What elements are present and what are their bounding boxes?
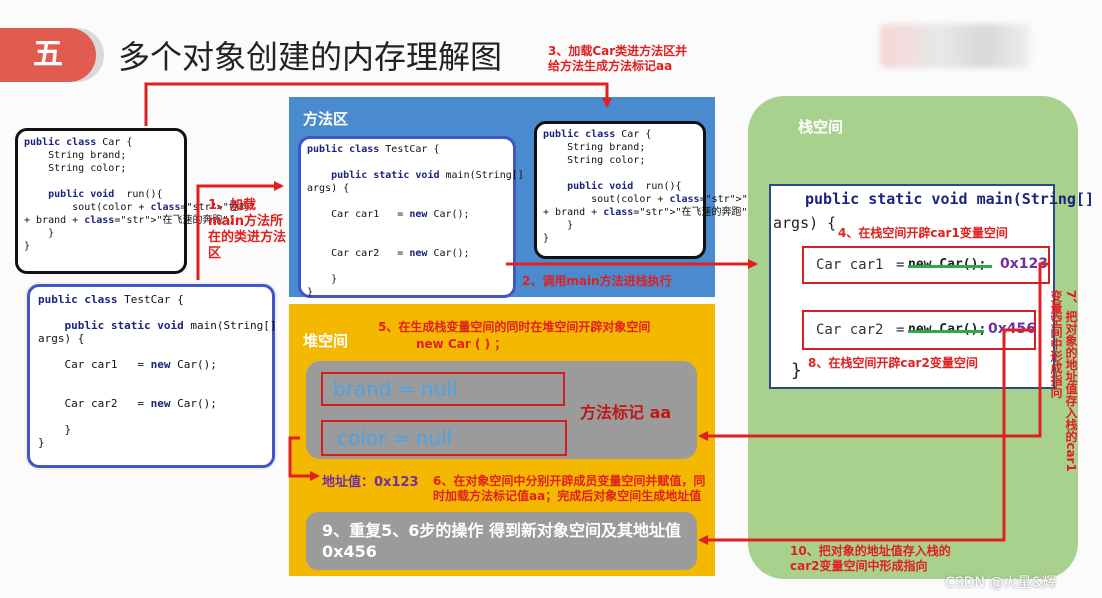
heap-address-label: 地址值：0x123 xyxy=(322,471,419,490)
heap-field-brand: brand = null xyxy=(321,372,565,406)
car1-address: 0x123 xyxy=(1000,256,1048,272)
step-10-label: 10、把对象的地址值存入栈的 car2变量空间中形成指向 xyxy=(790,544,951,574)
car2-eq: = xyxy=(896,322,904,338)
car1-decl: Car car1 xyxy=(816,257,883,273)
heap-field-color: color = null xyxy=(321,420,567,456)
heap-method-tag: 方法标记 aa xyxy=(580,399,671,423)
car1-strike-line xyxy=(908,265,992,268)
step-5-label: 5、在生成栈变量空间的同时在堆空间开辟对象空间 new Car ( ) ； xyxy=(378,320,650,352)
method-area-testcar-code: public class TestCar { public static voi… xyxy=(298,136,516,298)
car2-strike-line xyxy=(908,330,984,333)
stack-area-title: 栈空间 xyxy=(798,116,843,137)
car1-eq: = xyxy=(896,257,904,273)
heap-object-car2-text: 9、重复5、6步的操作 得到新对象空间及其地址值 0x456 xyxy=(322,520,692,562)
car2-address: 0x456 xyxy=(988,321,1036,337)
source-testcar-code: public class TestCar { public static voi… xyxy=(27,284,275,468)
stack-var-car1: Car car1 = new Car(); 0x123 xyxy=(802,246,1050,284)
blurred-logo xyxy=(880,24,1030,68)
stack-var-car2: Car car2 = new Car(); 0x456 xyxy=(802,310,1036,350)
step-8-label: 8、在栈空间开辟car2变量空间 xyxy=(808,356,978,371)
stack-frame-header: public static void main(String[] xyxy=(805,190,1094,208)
step-7-label: 7、把对象的地址值存入栈的car1变量空间中形成指向 xyxy=(1044,290,1078,480)
step-2-label: 2、调用main方法进栈执行 xyxy=(522,274,672,289)
heap-area-title: 堆空间 xyxy=(303,330,348,351)
method-area-title: 方法区 xyxy=(303,108,348,129)
source-car-class-code: public class Car { String brand; String … xyxy=(15,128,187,274)
method-area-car-class-code: public class Car { String brand; String … xyxy=(534,121,706,259)
slide-title: 多个对象创建的内存理解图 xyxy=(118,32,502,78)
step-6-label: 6、在对象空间中分别开辟成员变量空间并赋值，同 时加载方法标记值aa；完成后对象… xyxy=(433,474,705,504)
car2-decl: Car car2 xyxy=(816,322,883,338)
step-3-label: 3、加载Car类进方法区并 给方法生成方法标记aa xyxy=(548,44,687,74)
watermark: CSDN @火星&辉 xyxy=(945,572,1056,592)
stack-frame-header-args: args) { xyxy=(773,214,836,232)
step-4-label: 4、在栈空间开辟car1变量空间 xyxy=(838,226,1008,241)
title-badge: 五 xyxy=(0,28,96,82)
step-1-label: 1、加载main方法所在的类进方法区 xyxy=(208,198,290,262)
stack-frame-close: } xyxy=(791,360,802,381)
